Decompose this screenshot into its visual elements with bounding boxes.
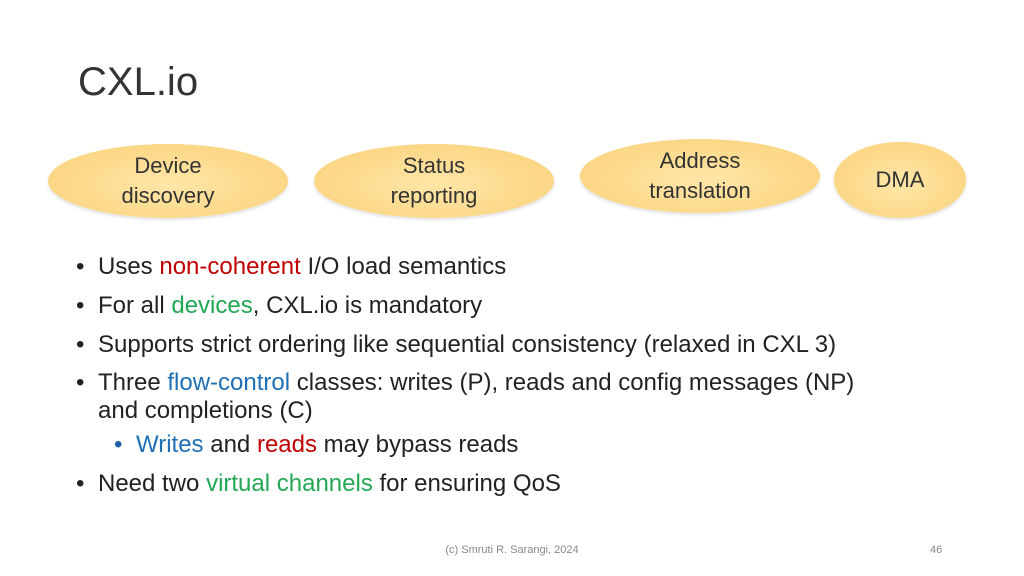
bullet-text: I/O load semantics [300,253,507,280]
footer-copyright: (c) Smruti R. Sarangi, 2024 [445,544,579,556]
oval-label-line1: Address [659,148,741,173]
oval-address-translation: Address translation [580,139,820,213]
bullet-text-continued: and completions (C) [98,397,313,424]
oval-label-line1: Status [402,153,466,178]
bullet-text: Supports strict ordering like sequential… [98,331,837,358]
bullet-item: For all devices, CXL.io is mandatory [76,291,1006,321]
bullet-highlight: devices [171,292,253,319]
bullet-list: Uses non-coherent I/O load semantics For… [76,252,1006,508]
bullet-item: Three flow-control classes: writes (P), … [76,369,1006,425]
oval-label-line2: translation [649,178,751,203]
bullet-item: Supports strict ordering like sequential… [76,330,1006,360]
sub-bullet-item: Writes and reads may bypass reads [114,430,1006,460]
bullet-highlight: flow-control [167,369,291,396]
oval-label-line2: reporting [390,183,478,208]
oval-label-line1: Device [134,153,202,178]
bullet-text: For all [98,292,172,319]
oval-label-line2: discovery [121,183,215,208]
oval-device-discovery: Device discovery [48,144,288,218]
bullet-text: classes: writes (P), reads and config me… [290,369,855,396]
bullet-highlight: virtual channels [206,470,373,497]
oval-label-line1: DMA [875,167,925,192]
bullet-text: Need two [98,470,207,497]
oval-status-reporting: Status reporting [314,144,554,218]
bullet-item: Uses non-coherent I/O load semantics [76,252,1006,282]
bullet-highlight: reads [256,431,317,458]
bullet-text: for ensuring QoS [372,470,561,497]
bullet-highlight: non-coherent [159,253,301,280]
bullet-text: Uses [98,253,160,280]
page-number: 46 [930,544,943,556]
bullet-text: and [203,431,257,458]
bullet-item: Need two virtual channels for ensuring Q… [76,469,1006,499]
bullet-highlight: Writes [136,431,204,458]
bullet-text: , CXL.io is mandatory [252,292,483,319]
bullet-text: may bypass reads [317,431,519,458]
slide-title: CXL.io [78,60,199,104]
bullet-text: Three [98,369,168,396]
oval-dma: DMA [834,142,966,218]
